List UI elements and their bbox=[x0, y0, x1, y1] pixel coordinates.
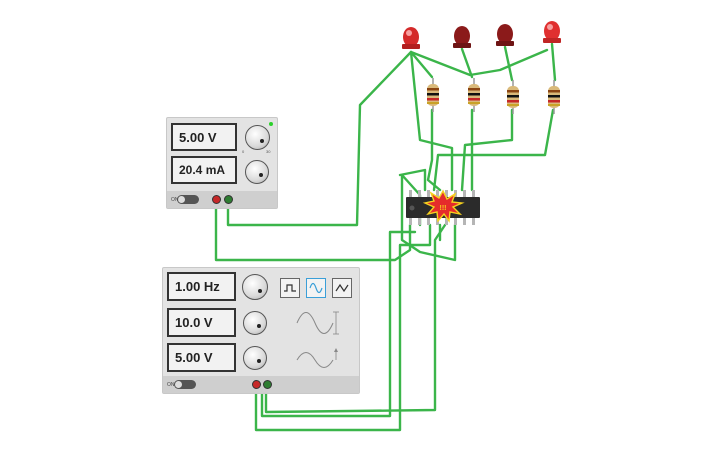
waveform-square-button[interactable] bbox=[280, 278, 300, 298]
frequency-value: 1.00 Hz bbox=[175, 279, 220, 294]
voltage-value: 5.00 V bbox=[179, 129, 217, 145]
resistor-4[interactable] bbox=[548, 80, 560, 114]
power-indicator bbox=[269, 122, 273, 126]
wire bbox=[264, 223, 447, 414]
wire bbox=[460, 47, 474, 79]
voltage-knob-min-label: 0 bbox=[242, 149, 245, 154]
triangle-wave-icon bbox=[335, 283, 349, 293]
power-supply-toggle[interactable] bbox=[177, 195, 199, 204]
wire bbox=[226, 50, 413, 227]
power-supply-negative-terminal[interactable] bbox=[224, 195, 233, 204]
wire bbox=[214, 198, 412, 262]
offset-value: 5.00 V bbox=[175, 350, 213, 365]
amplitude-wave-icon bbox=[296, 311, 339, 335]
power-supply-toggle-label: ON bbox=[171, 197, 179, 203]
voltage-knob-max-label: 30 bbox=[266, 149, 271, 154]
resistor-1[interactable] bbox=[427, 78, 439, 112]
wire bbox=[398, 168, 427, 192]
wire bbox=[460, 108, 514, 192]
voltage-display: 5.00 V bbox=[171, 123, 237, 151]
power-supply: 5.00 V 0 30 20.4 mA ON bbox=[166, 117, 278, 209]
wire bbox=[409, 50, 454, 192]
sine-wave-icon bbox=[309, 282, 323, 294]
led-2[interactable] bbox=[453, 26, 471, 48]
waveform-sine-button[interactable] bbox=[306, 278, 326, 298]
svg-text:!!!: !!! bbox=[440, 205, 447, 212]
current-knob[interactable] bbox=[245, 160, 269, 184]
amplitude-knob[interactable] bbox=[243, 311, 267, 335]
resistor-3[interactable] bbox=[507, 80, 519, 114]
wire bbox=[503, 45, 514, 82]
wire bbox=[409, 50, 434, 79]
power-supply-positive-terminal[interactable] bbox=[212, 195, 221, 204]
voltage-knob[interactable] bbox=[245, 125, 270, 150]
led-4[interactable] bbox=[543, 21, 561, 43]
frequency-display: 1.00 Hz bbox=[167, 272, 236, 301]
function-generator-positive-terminal[interactable] bbox=[252, 380, 261, 389]
offset-display: 5.00 V bbox=[167, 343, 236, 372]
amplitude-display: 10.0 V bbox=[167, 308, 236, 337]
offset-wave-icon bbox=[296, 348, 338, 368]
led-3[interactable] bbox=[496, 24, 514, 46]
resistor-2[interactable] bbox=[468, 78, 480, 112]
wire bbox=[409, 48, 549, 77]
power-supply-footer: ON bbox=[167, 191, 277, 208]
current-value: 20.4 mA bbox=[179, 163, 226, 177]
wire bbox=[432, 108, 555, 192]
square-wave-icon bbox=[284, 284, 296, 292]
current-display: 20.4 mA bbox=[171, 156, 237, 184]
wire bbox=[254, 223, 432, 432]
wire bbox=[260, 230, 417, 418]
damage-burst-icon bbox=[422, 189, 465, 223]
function-generator-toggle[interactable] bbox=[174, 380, 196, 389]
waveform-triangle-button[interactable] bbox=[332, 278, 352, 298]
offset-knob[interactable] bbox=[243, 346, 267, 370]
function-generator-toggle-label: ON bbox=[167, 382, 175, 388]
led-1[interactable] bbox=[402, 27, 420, 49]
function-generator-footer: ON bbox=[163, 376, 359, 393]
function-generator: 1.00 Hz 10.0 V 5.00 V ON bbox=[162, 267, 360, 394]
wire bbox=[550, 42, 557, 82]
amplitude-value: 10.0 V bbox=[175, 315, 213, 330]
function-generator-negative-terminal[interactable] bbox=[263, 380, 272, 389]
frequency-knob[interactable] bbox=[242, 274, 268, 300]
ic-chip[interactable]: !!! bbox=[400, 188, 490, 228]
